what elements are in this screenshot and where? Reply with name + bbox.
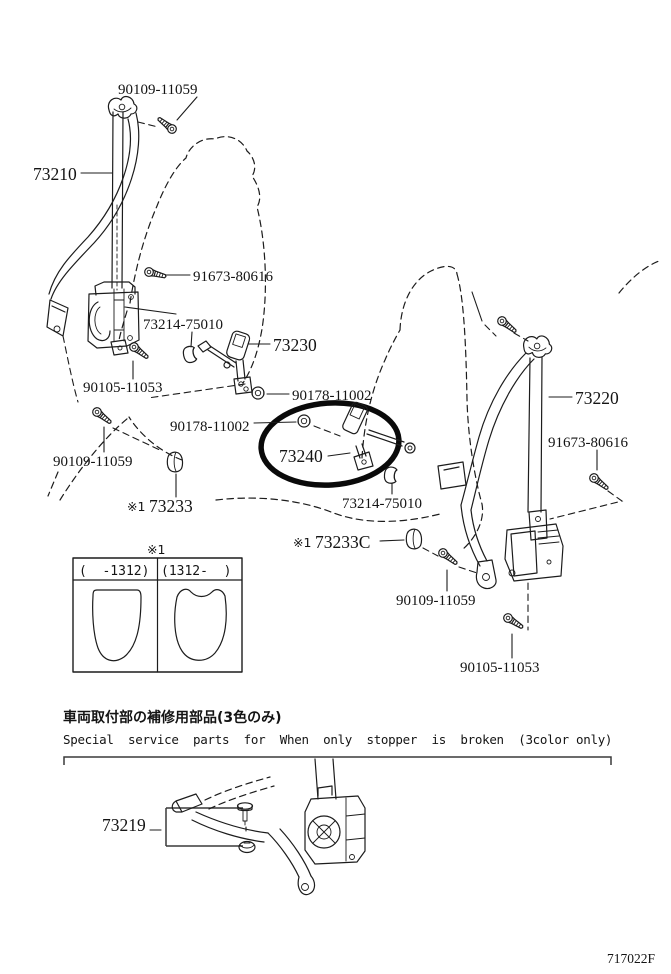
callout-nut-lower: 90178-11002 (170, 419, 249, 435)
ref-mark: ※1 (293, 535, 311, 550)
callout-screw-lower: 91673-80616 (548, 435, 628, 451)
callout-clip-upper: 73214-75010 (143, 317, 223, 333)
cover-shape-late (174, 588, 227, 661)
callout-bolt-lap-left: 90109-11059 (53, 454, 132, 470)
nut-icon (251, 386, 265, 400)
buckle-cable (207, 345, 237, 368)
service-note-en: Special service parts for When only stop… (63, 732, 612, 747)
belt-webbing (460, 352, 527, 506)
latch-plate (437, 461, 467, 490)
buckle-head (226, 330, 251, 361)
callout-73230: 73230 (273, 335, 317, 355)
callout-73210: 73210 (33, 164, 77, 184)
section-bracket (63, 756, 612, 765)
seat-outline-right (215, 260, 660, 551)
cable-eyelet (404, 442, 416, 454)
anchor-arm (267, 828, 312, 878)
callout-bolt-anchor-left: 90105-11053 (83, 380, 162, 396)
callout-73233: 73233 (149, 496, 193, 516)
callout-screw-upper: 91673-80616 (193, 269, 273, 285)
clip-icon (181, 344, 198, 365)
highlight-ellipse (258, 400, 402, 488)
buckle-anchor (353, 451, 374, 471)
cover-icon (166, 451, 184, 473)
table-col-early: ( -1312) (79, 564, 149, 579)
stopper-grommet-icon (238, 840, 256, 854)
belt-anchor-plate (46, 299, 69, 337)
bolt-icon (495, 314, 520, 336)
outer-belt-assembly-right (437, 333, 564, 590)
doc-code: 717022F (607, 951, 656, 966)
retractor-right (504, 523, 564, 582)
callout-73240: 73240 (279, 446, 323, 466)
pillar-anchor-icon (521, 333, 554, 360)
seat-outline-left (47, 136, 267, 501)
service-note-jp: 車両取付部の補修用部品(3色のみ) (63, 709, 282, 726)
clip-icon (383, 465, 398, 485)
belt-webbing-dashed (204, 776, 275, 810)
nut-icon (297, 414, 311, 428)
buckle-cable (366, 429, 405, 447)
callout-bracket (165, 807, 243, 847)
callout-73220: 73220 (575, 388, 619, 408)
belt-strap (527, 356, 543, 513)
buckle-head (342, 401, 368, 435)
hardware-icons (90, 114, 612, 632)
callout-73233c: 73233C (315, 532, 370, 552)
callout-bolt-top: 90109-11059 (118, 82, 197, 98)
bolt-icon (90, 405, 115, 427)
retractor-bottom (304, 785, 366, 865)
bolt-icon (127, 340, 152, 362)
cover-icon (405, 528, 423, 550)
belt-tongue (110, 339, 129, 356)
anchor-bracket (171, 793, 203, 813)
belt-webbing (50, 112, 140, 300)
service-parts-section: 車両取付部の補修用部品(3色のみ) Special service parts … (63, 709, 612, 896)
inner-belt-assembly-73240 (342, 401, 416, 471)
bolt-icon (143, 266, 168, 282)
table-col-late: (1312- ) (161, 564, 231, 579)
belt-webbing (191, 811, 269, 843)
bolt-icon (501, 611, 526, 632)
bolt-icon (587, 471, 612, 493)
callout-73219: 73219 (102, 815, 146, 835)
callout-nut-upper: 90178-11002 (292, 388, 371, 404)
ref-mark: ※1 (127, 499, 145, 514)
bolt-icon (436, 546, 461, 568)
inner-belt-assembly-73230 (197, 330, 253, 395)
cover-shape-early (92, 589, 142, 662)
stopper-repair-drawing (165, 758, 366, 896)
dashed-links (62, 121, 624, 631)
table-ref-mark: ※1 (147, 542, 165, 557)
callout-bolt-anchor-right: 90105-11053 (460, 660, 539, 676)
callout-bolt-lap-right: 90109-11059 (396, 593, 475, 609)
retractor-bracket (528, 509, 548, 541)
belt-anchor-plate (475, 559, 497, 590)
stopper-pin-icon (236, 802, 254, 835)
leader-lines (80, 96, 598, 831)
callout-clip-lower: 73214-75010 (342, 496, 422, 512)
variant-table: ※1 ( -1312) (1312- ) (72, 542, 243, 673)
retractor-left (87, 281, 140, 349)
bolt-icon (154, 114, 179, 136)
